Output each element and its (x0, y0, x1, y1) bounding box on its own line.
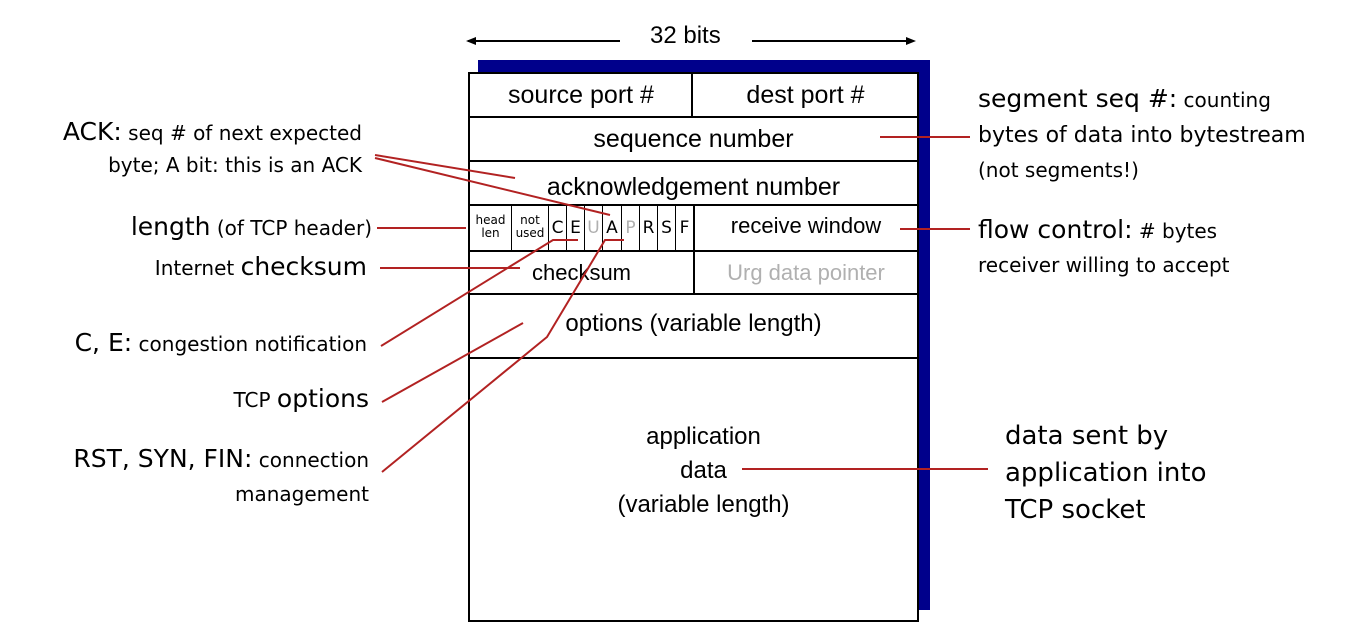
annotation-checksum: Internet checksum (154, 252, 367, 281)
annotation-rsf: RST, SYN, FIN: connection management (73, 444, 369, 506)
sequence-number-field: sequence number (470, 118, 917, 160)
divider (657, 206, 658, 250)
divider (470, 293, 917, 295)
divider (602, 206, 603, 250)
divider (675, 206, 676, 250)
dest-port-label: dest port # (746, 81, 865, 109)
divider (470, 250, 917, 252)
divider (470, 116, 917, 118)
source-port-label: source port # (508, 81, 654, 109)
annotation-options: TCP options (233, 384, 369, 413)
tcp-segment: source port # dest port # sequence numbe… (468, 72, 919, 622)
annotation-ce: C, E: congestion notification (74, 328, 367, 357)
divider (584, 206, 585, 250)
receive-window-field: receive window (730, 213, 882, 238)
divider (470, 357, 917, 359)
divider (693, 206, 695, 250)
divider (548, 206, 549, 250)
divider (470, 160, 917, 162)
annotation-appdata: data sent by application into TCP socket (1005, 421, 1207, 525)
divider (511, 206, 512, 250)
annotation-ack: ACK: seq # of next expected byte; A bit:… (62, 117, 362, 177)
leader-ack-2 (374, 157, 611, 216)
flag-p: P (625, 218, 636, 238)
flag-a: A (606, 218, 618, 238)
sequence-number-label: sequence number (593, 124, 794, 153)
flag-r: R (642, 218, 655, 238)
urg-pointer-field: Urg data pointer (727, 260, 885, 285)
ack-number-label: acknowledgement number (546, 172, 841, 201)
divider (691, 74, 693, 117)
divider (693, 252, 695, 294)
source-port-field: source port # (470, 74, 692, 117)
flag-c: C (551, 218, 564, 238)
flag-s: S (661, 218, 672, 238)
flag-f: F (679, 218, 690, 238)
divider (470, 204, 917, 206)
ack-number-field: acknowledgement number (470, 162, 917, 204)
dest-port-field: dest port # (692, 74, 919, 117)
divider (621, 206, 622, 250)
divider (566, 206, 567, 250)
leader-ack-1 (374, 154, 516, 179)
leader-options (381, 322, 524, 403)
flag-u: U (587, 218, 600, 238)
flag-e: E (570, 218, 581, 238)
leader-ce (380, 239, 578, 347)
annotation-flow: flow control: # bytes receiver willing t… (978, 215, 1230, 277)
options-field: options (variable length) (565, 310, 822, 337)
annotation-length: length (of TCP header) (130, 212, 372, 241)
divider (639, 206, 640, 250)
leader-rsf (381, 239, 624, 473)
width-label: 32 bits (650, 22, 721, 49)
application-data-field: application data (variable length) (617, 423, 790, 518)
annotation-seq: segment seq #: counting bytes of data in… (978, 84, 1306, 182)
